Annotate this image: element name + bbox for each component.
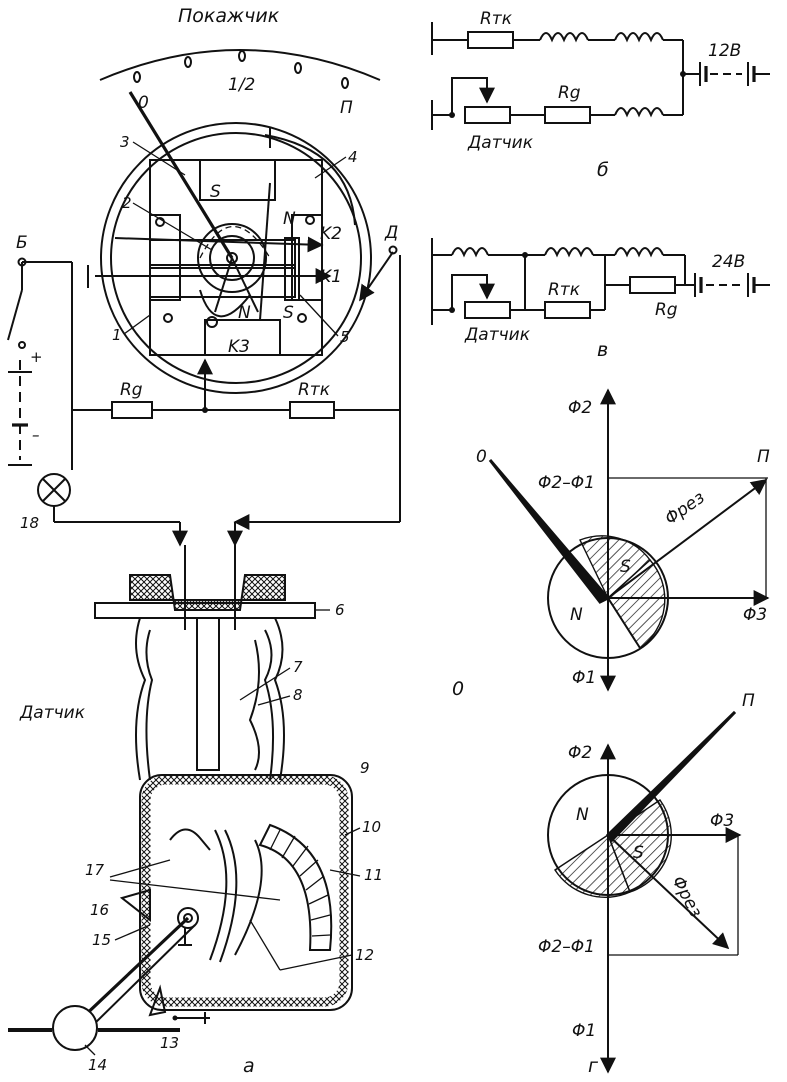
- b-terminal-label: Б: [16, 233, 28, 253]
- vector-diagram-zero: Φ2 Φ1 N S Φрез Φ3 Φ2–Φ1 0 П 0: [452, 388, 770, 700]
- circuit-v-sensor-label: Датчик: [464, 325, 531, 345]
- vt-resultant-arrow: [607, 479, 768, 599]
- part-13: 13: [160, 1034, 179, 1052]
- coil-k2-label: K2: [320, 224, 342, 244]
- housing-inner: [110, 132, 362, 384]
- circuit-v-voltage-label: 24В: [712, 252, 745, 272]
- pole-n2-label: N: [238, 303, 251, 323]
- vb-letter: г: [588, 1055, 599, 1077]
- part-7: 7: [293, 658, 303, 676]
- part-15: 15: [92, 931, 111, 949]
- part-14: 14: [88, 1056, 107, 1074]
- vector-diagram-full: Φ2 Φ1 N S Φ3 Φрез П Φ2–Φ1 г: [538, 691, 755, 1077]
- coil-k1-label: K1: [320, 267, 342, 287]
- indicator-group: Покажчик 0 1/2 П: [87, 5, 381, 394]
- part-1: 1: [112, 326, 122, 344]
- indicator-title: Покажчик: [178, 5, 280, 27]
- coil-k3-label: K3: [228, 337, 250, 357]
- scale-arc: [99, 49, 381, 81]
- circuit-b-letter: б: [597, 159, 609, 181]
- part-17: 17: [85, 861, 105, 879]
- part-8: 8: [293, 686, 303, 704]
- vb-resultant-arrow: [607, 834, 730, 950]
- circuit-b-sensor-label: Датчик: [467, 133, 534, 153]
- part-12: 12: [355, 946, 374, 964]
- d-terminal-label: Д: [384, 223, 398, 243]
- part-18: 18: [20, 514, 39, 532]
- part-3: 3: [120, 133, 130, 151]
- circuit-v-letter: в: [597, 339, 608, 361]
- vb-phi1-label: Φ1: [572, 1021, 596, 1041]
- scale-mark: [184, 56, 192, 68]
- sensor-label: Датчик: [19, 703, 86, 723]
- circuit-v-rtk-label: Rтк: [548, 280, 581, 300]
- vt-phi-res-label: Φрез: [661, 488, 708, 529]
- scale-full-label: П: [340, 98, 353, 118]
- pole-s2-label: S: [283, 303, 294, 323]
- resistor-rg: [111, 401, 153, 419]
- circuit-b-voltage-label: 12В: [708, 41, 741, 61]
- part-6: 6: [335, 601, 345, 619]
- part-10: 10: [362, 818, 381, 836]
- scale-mark: [341, 77, 349, 89]
- svg-text:+: +: [30, 348, 43, 366]
- part-4: 4: [348, 148, 358, 166]
- vb-pole-s: S: [633, 843, 644, 863]
- scale-half-label: 1/2: [228, 75, 255, 95]
- rtk-label: Rтк: [298, 380, 331, 400]
- rotor-magnet: [197, 223, 267, 293]
- vt-phi2-label: Φ2: [568, 398, 592, 418]
- circuit-b: Rтк 12В Rg Датчик б: [431, 9, 770, 181]
- svg-text:–: –: [32, 426, 40, 444]
- pole-n-label: N: [283, 209, 296, 229]
- main-wiring: Б Rg Rтк Д + – 18: [7, 223, 401, 547]
- circuit-v: Rg 24В Rтк Датчик в: [431, 238, 770, 361]
- vb-pointer-full-label: П: [742, 691, 755, 711]
- vt-pole-n: N: [570, 605, 583, 625]
- sensor-housing: [139, 774, 353, 1011]
- part-2: 2: [122, 194, 132, 212]
- circuit-b-rg-label: Rg: [558, 83, 581, 103]
- scale-mark: [133, 71, 141, 83]
- scale-zero-label: 0: [138, 93, 149, 113]
- resistor-rtk: [289, 401, 335, 419]
- vt-phi1-label: Φ1: [572, 668, 596, 688]
- housing-outer: [100, 122, 372, 394]
- vb-phi2-phi1-label: Φ2–Φ1: [538, 937, 595, 957]
- coil-shield-arc: [264, 134, 356, 226]
- vt-phi3-label: Φ3: [743, 605, 767, 625]
- rg-label: Rg: [120, 380, 143, 400]
- vb-phi3-label: Φ3: [710, 811, 734, 831]
- float-arm: [78, 916, 190, 1022]
- vt-letter: 0: [452, 678, 464, 700]
- vt-pole-s: S: [620, 557, 631, 577]
- part-11: 11: [364, 866, 383, 884]
- vb-pole-n: N: [576, 805, 589, 825]
- part-16: 16: [90, 901, 109, 919]
- part-a-letter: а: [243, 1055, 255, 1077]
- part-9: 9: [360, 759, 370, 777]
- circuit-b-rtk-label: Rтк: [480, 9, 513, 29]
- circuit-v-rg-label: Rg: [655, 300, 678, 320]
- vt-pointer-zero-label: 0: [476, 447, 487, 467]
- coil-k1: [149, 264, 296, 298]
- pointer-needle: [128, 91, 234, 259]
- rheostat-winding: [258, 823, 333, 951]
- part-5: 5: [340, 328, 350, 346]
- vt-phi2-phi1-label: Φ2–Φ1: [538, 473, 595, 493]
- scale-mark: [238, 50, 246, 62]
- vb-pointer: [605, 710, 737, 843]
- pole-s-label: S: [210, 182, 221, 202]
- sensor-group: 6 7 8 Датчик 9 10 11 12 17: [8, 545, 383, 1077]
- scale-mark: [294, 62, 302, 74]
- float-icon: [52, 1005, 98, 1051]
- coil-k3: [199, 289, 251, 318]
- vb-phi2-label: Φ2: [568, 743, 592, 763]
- vt-pointer: [488, 459, 611, 604]
- vt-pointer-full-label: П: [757, 447, 770, 467]
